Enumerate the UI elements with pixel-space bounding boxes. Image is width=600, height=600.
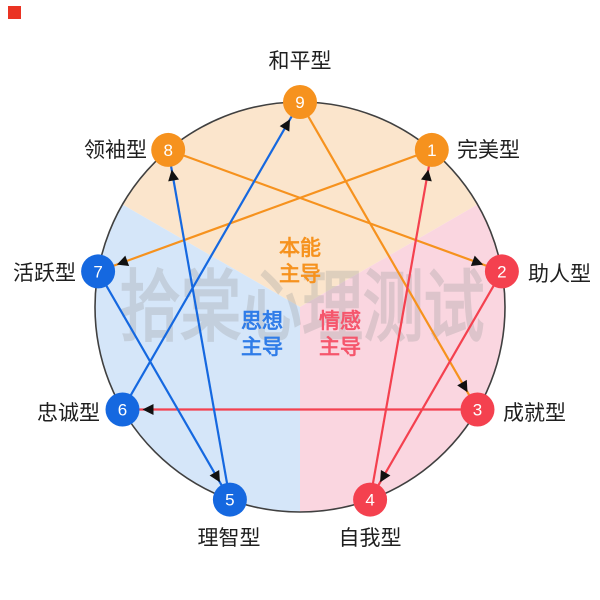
node-8: 8 xyxy=(151,132,186,167)
arrowhead-3-6 xyxy=(142,404,154,415)
node-5-label: 理智型 xyxy=(198,527,261,550)
node-2-circle xyxy=(484,254,519,289)
node-6-label: 忠诚型 xyxy=(37,402,100,425)
node-3-circle xyxy=(460,392,495,427)
arrow-line-9-3 xyxy=(299,101,479,411)
group-label-instinct-line2: 主导 xyxy=(279,263,321,286)
arrowhead-2-4 xyxy=(380,470,391,483)
node-7-label: 活跃型 xyxy=(13,262,76,285)
node-3-number: 3 xyxy=(473,401,482,420)
group-label-head-line1: 思想 xyxy=(241,310,283,333)
node-1-label: 完美型 xyxy=(457,139,520,162)
node-4-circle xyxy=(353,482,388,517)
arrow-line-7-5 xyxy=(97,270,231,501)
node-7-circle xyxy=(81,254,116,289)
node-4-number: 4 xyxy=(365,491,374,510)
group-label-instinct-line1: 本能 xyxy=(279,236,321,260)
red-square-marker xyxy=(8,6,21,19)
group-label-heart-line1: 情感 xyxy=(319,309,361,333)
arrow-line-5-8 xyxy=(167,149,231,500)
node-9-circle xyxy=(283,85,317,119)
arrowhead-9-3 xyxy=(457,379,468,393)
arrowhead-7-5 xyxy=(209,470,220,483)
node-9-label: 和平型 xyxy=(269,50,332,73)
node-4-label: 自我型 xyxy=(339,527,402,550)
node-5: 5 xyxy=(212,482,247,517)
arrow-line-8-2 xyxy=(167,148,503,273)
node-2-label: 助人型 xyxy=(528,263,591,286)
arrow-line-2-4 xyxy=(369,270,503,501)
arrowhead-5-8 xyxy=(168,169,179,182)
node-6-circle xyxy=(105,392,140,427)
node-7: 7 xyxy=(81,254,116,289)
sector-instinct xyxy=(122,102,478,308)
node-3-label: 成就型 xyxy=(503,402,566,425)
arrowhead-1-7 xyxy=(116,255,130,266)
group-label-heart-line2: 主导 xyxy=(319,336,361,359)
arrow-line-6-9 xyxy=(121,101,301,411)
node-6-number: 6 xyxy=(118,401,127,420)
node-5-circle xyxy=(212,482,247,517)
node-2: 2 xyxy=(484,254,519,289)
node-1-circle xyxy=(414,132,449,167)
arrowhead-6-9 xyxy=(279,119,290,132)
node-9-number: 9 xyxy=(295,93,304,112)
node-8-circle xyxy=(151,132,186,167)
node-5-number: 5 xyxy=(225,491,234,510)
node-8-number: 8 xyxy=(163,141,172,160)
node-9: 9 xyxy=(283,85,317,119)
arrow-line-4-1 xyxy=(369,149,433,500)
node-3: 3 xyxy=(460,392,495,427)
group-label-head-line2: 主导 xyxy=(241,336,283,359)
sector-head xyxy=(95,204,301,512)
node-1-number: 1 xyxy=(427,141,436,160)
node-7-number: 7 xyxy=(93,263,102,282)
arrowhead-8-2 xyxy=(470,255,484,266)
node-2-number: 2 xyxy=(497,263,506,282)
node-4: 4 xyxy=(353,482,388,517)
sector-heart xyxy=(300,204,505,512)
node-8-label: 领袖型 xyxy=(84,139,147,162)
node-6: 6 xyxy=(105,392,140,427)
node-1: 1 xyxy=(414,132,449,167)
arrow-line-1-7 xyxy=(97,148,433,273)
arrowhead-4-1 xyxy=(421,169,432,182)
